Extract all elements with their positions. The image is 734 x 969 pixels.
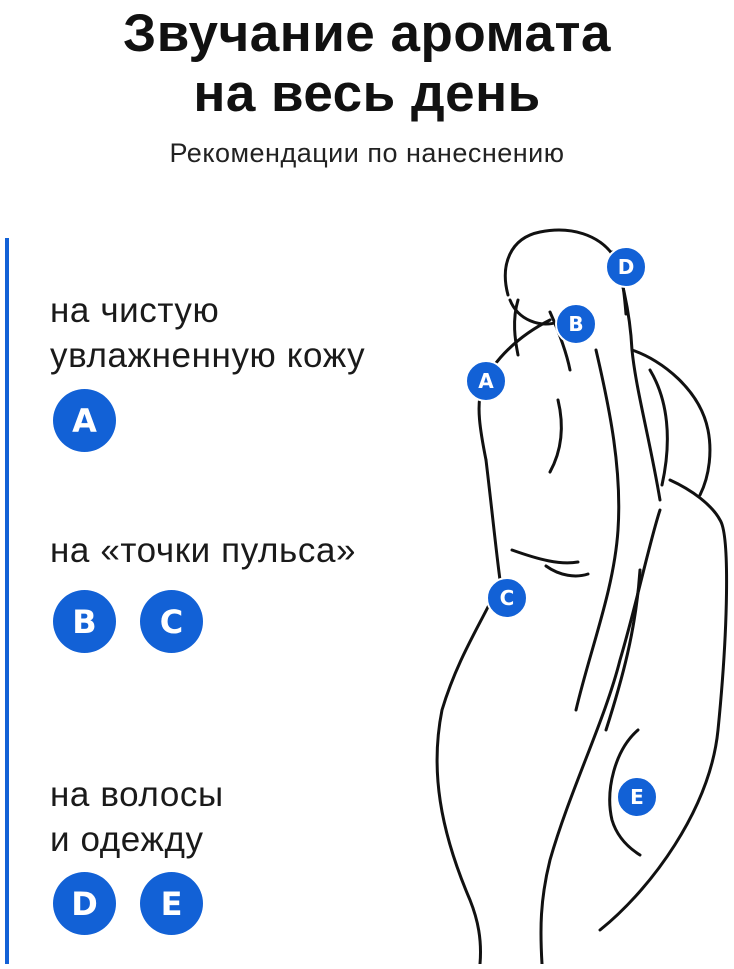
page-title: Звучание аромата на весь день [0,0,734,124]
title-line-1: Звучание аромата [123,4,611,63]
marker-e: E [616,776,658,818]
body-figure-illustration: D B A C E [400,210,734,966]
marker-c: C [486,577,528,619]
title-line-2: на весь день [193,64,541,123]
group-label-line: и одежду [50,820,204,859]
subtitle: Рекомендации по нанеснению [169,138,565,168]
marker-a: A [465,360,507,402]
marker-d: D [605,246,647,288]
marker-b: B [555,303,597,345]
point-badge-d: D [53,872,116,935]
group-label-hair-clothes: на волосы и одежду [50,772,224,862]
group-label-line: на чистую [50,291,220,330]
group-label-line: на «точки пульса» [50,531,357,570]
group-label-clean-skin: на чистую увлажненную кожу [50,288,365,378]
point-badge-c: C [140,590,203,653]
group-label-line: увлажненную кожу [50,336,366,375]
point-badge-a: A [53,389,116,452]
group-badges-pulse-points: B C [53,590,203,653]
group-badges-clean-skin: A [53,389,116,452]
group-label-pulse-points: на «точки пульса» [50,528,356,573]
group-badges-hair-clothes: D E [53,872,203,935]
point-badge-e: E [140,872,203,935]
accent-divider [5,238,9,964]
point-badge-b: B [53,590,116,653]
group-label-line: на волосы [50,775,224,814]
